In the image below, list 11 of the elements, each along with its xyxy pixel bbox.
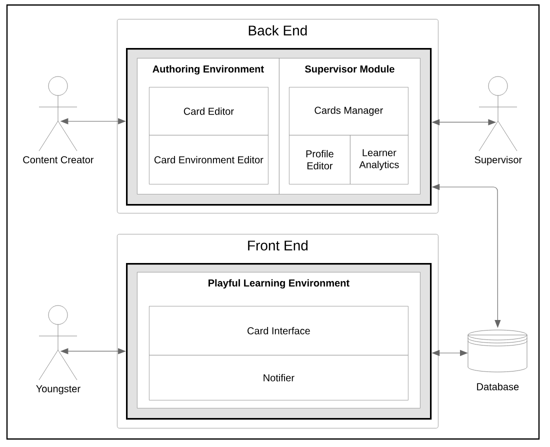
- actor: Content Creator: [23, 76, 94, 164]
- actor: Supervisor: [474, 76, 522, 166]
- submodule-box: Card Environment Editor: [149, 135, 268, 184]
- submodule-box: Card Editor: [149, 87, 268, 136]
- node-label: Database: [477, 382, 519, 390]
- database: Database: [468, 330, 528, 390]
- submodule-box: Card Interface: [149, 306, 408, 356]
- actor: Youngster: [36, 305, 80, 394]
- submodule-box: Learner Analytics: [350, 135, 408, 184]
- submodule-box: Notifier: [149, 355, 408, 400]
- submodule-box: Profile Editor: [289, 135, 350, 184]
